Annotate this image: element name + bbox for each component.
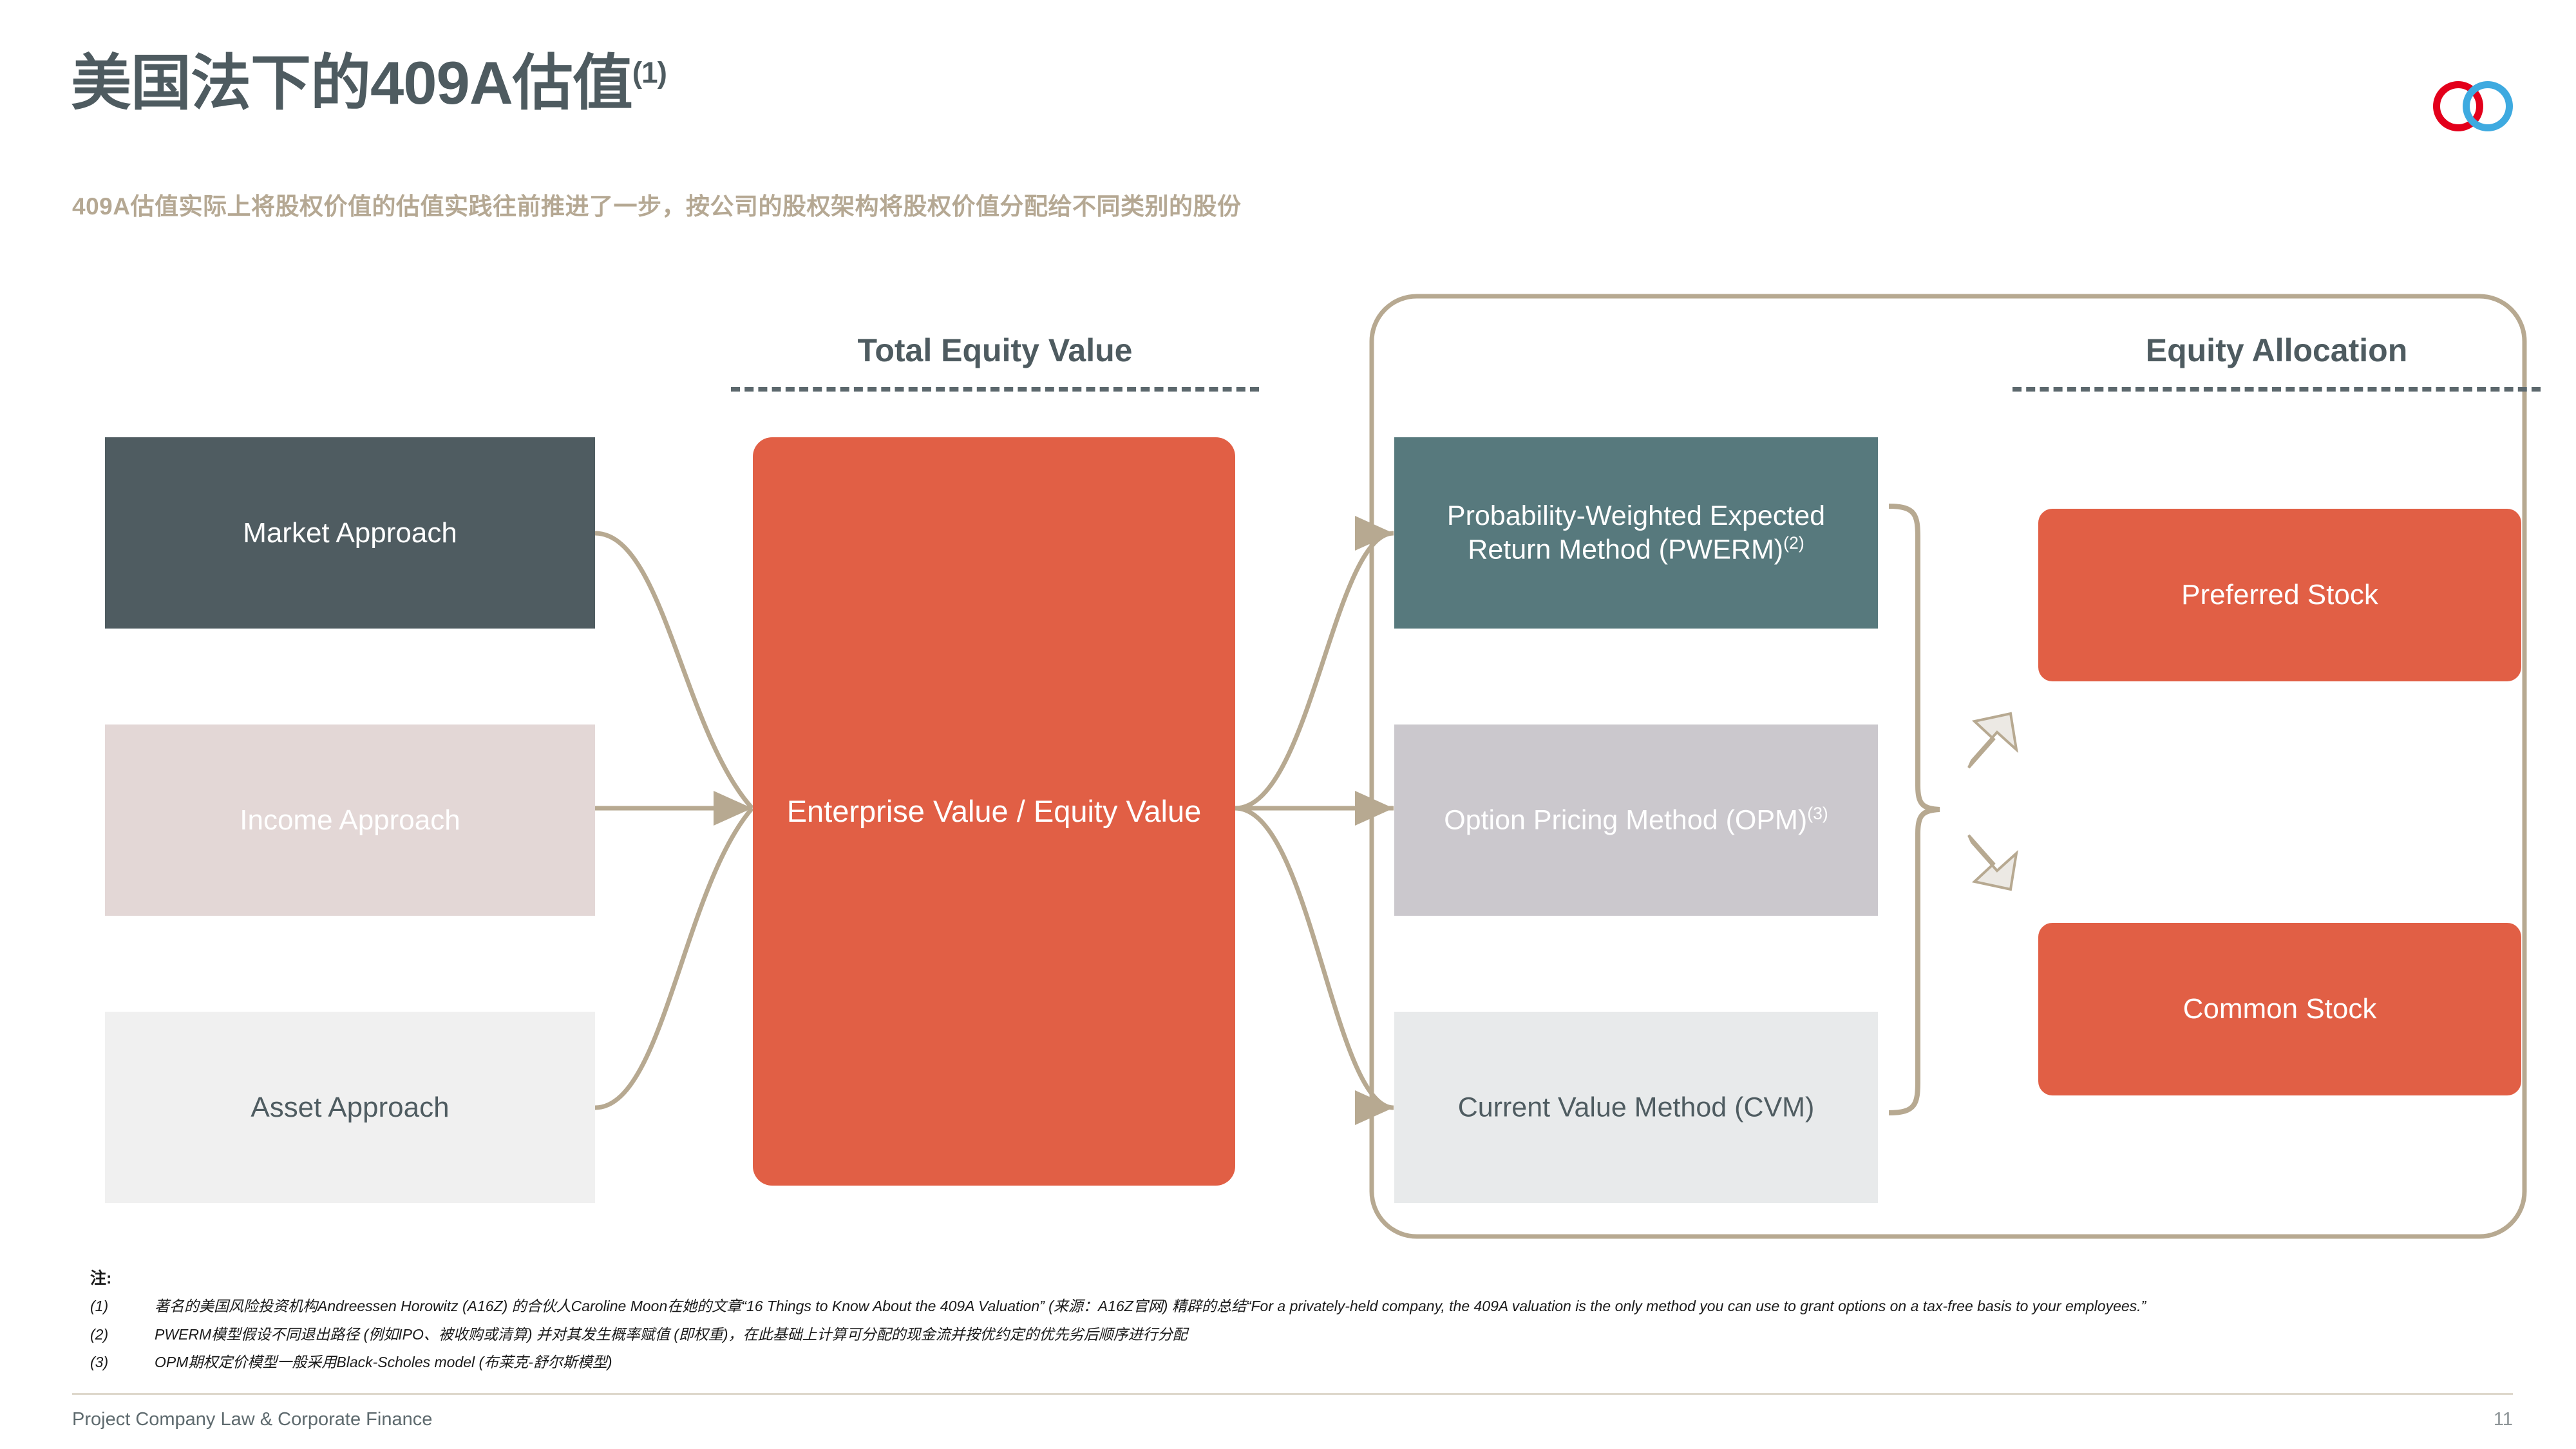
page-subtitle: 409A估值实际上将股权价值的估值实践往前推进了一步，按公司的股权架构将股权价值… <box>72 193 1242 220</box>
method-connectors <box>1235 531 1394 1110</box>
allocation-label-common-stock: Common Stock <box>2183 993 2377 1025</box>
footnotes-title: 注: <box>90 1269 112 1287</box>
footnote-item: (1) 著名的美国风险投资机构Andreessen Horowitz (A16Z… <box>90 1295 2486 1318</box>
arrow-to-preferred-stock-icon <box>1967 712 2018 769</box>
methods-brace-icon <box>1888 504 1940 1115</box>
approach-box-asset[interactable]: Asset Approach <box>105 1012 595 1203</box>
arrowhead-to-pwerm-icon <box>1355 516 1394 551</box>
footnote-index-3: (3) <box>90 1354 109 1370</box>
footnote-text-1: 著名的美国风险投资机构Andreessen Horowitz (A16Z) 的合… <box>155 1298 2146 1314</box>
approach-connectors <box>594 531 754 1110</box>
enterprise-value-box[interactable]: Enterprise Value / Equity Value <box>753 437 1235 1186</box>
method-box-pwerm[interactable]: Probability-Weighted Expected Return Met… <box>1394 437 1878 629</box>
method-label-opm-text: Option Pricing Method (OPM) <box>1444 804 1808 836</box>
enterprise-value-label: Enterprise Value / Equity Value <box>786 794 1202 829</box>
method-label-opm: Option Pricing Method (OPM)(3) <box>1427 803 1845 837</box>
page-title-text: 美国法下的409A估值 <box>71 49 633 117</box>
page-number: 11 <box>2493 1409 2513 1430</box>
arrowhead-to-enterprise-icon <box>714 791 752 826</box>
footnote-text-3: OPM期权定价模型一般采用Black-Scholes model (布莱克-舒尔… <box>155 1354 612 1370</box>
method-label-pwerm: Probability-Weighted Expected Return Met… <box>1394 499 1878 567</box>
equity-allocation-divider <box>2012 387 2541 392</box>
approach-label-asset: Asset Approach <box>251 1091 450 1123</box>
footnote-item: (2) PWERM模型假设不同退出路径 (例如IPO、被收购或清算) 并对其发生… <box>90 1323 2486 1346</box>
approach-label-income: Income Approach <box>240 804 460 836</box>
total-equity-value-heading-text: Total Equity Value <box>857 332 1133 368</box>
approach-box-income[interactable]: Income Approach <box>105 724 595 916</box>
footnote-index-1: (1) <box>90 1298 109 1314</box>
equity-allocation-heading: Equity Allocation <box>2012 332 2541 392</box>
allocation-box-preferred-stock[interactable]: Preferred Stock <box>2038 509 2521 681</box>
method-box-opm[interactable]: Option Pricing Method (OPM)(3) <box>1394 724 1878 916</box>
footnote-item: (3) OPM期权定价模型一般采用Black-Scholes model (布莱… <box>90 1351 2486 1374</box>
method-box-cvm[interactable]: Current Value Method (CVM) <box>1394 1012 1878 1203</box>
method-note-opm: (3) <box>1807 804 1828 824</box>
interlocking-rings-logo <box>2433 76 2536 135</box>
footnote-text-2: PWERM模型假设不同退出路径 (例如IPO、被收购或清算) 并对其发生概率赋值… <box>155 1325 1188 1343</box>
total-equity-value-divider <box>731 387 1259 392</box>
footnote-index-2: (2) <box>90 1325 109 1343</box>
arrowhead-to-cvm-icon <box>1355 1090 1394 1125</box>
method-label-cvm: Current Value Method (CVM) <box>1441 1090 1832 1124</box>
footer-project-name: Project Company Law & Corporate Finance <box>72 1409 433 1430</box>
footer-divider <box>72 1393 2513 1395</box>
footnotes: 注: (1) 著名的美国风险投资机构Andreessen Horowitz (A… <box>90 1265 2486 1379</box>
allocation-label-preferred-stock: Preferred Stock <box>2181 579 2378 611</box>
method-label-cvm-text: Current Value Method (CVM) <box>1457 1092 1815 1123</box>
page-title-superscript: (1) <box>632 55 667 90</box>
approach-box-market[interactable]: Market Approach <box>105 437 595 629</box>
arrow-to-common-stock-icon <box>1967 834 2018 891</box>
approach-label-market: Market Approach <box>243 516 457 549</box>
method-note-pwerm: (2) <box>1783 533 1804 553</box>
logo-ring-blue-icon <box>2463 81 2513 131</box>
equity-allocation-heading-text: Equity Allocation <box>2145 332 2408 368</box>
total-equity-value-heading: Total Equity Value <box>731 332 1259 392</box>
allocation-box-common-stock[interactable]: Common Stock <box>2038 923 2521 1095</box>
page-title: 美国法下的409A估值(1) <box>71 53 667 113</box>
method-label-pwerm-text: Probability-Weighted Expected Return Met… <box>1446 500 1826 565</box>
arrowhead-to-opm-icon <box>1355 791 1394 826</box>
